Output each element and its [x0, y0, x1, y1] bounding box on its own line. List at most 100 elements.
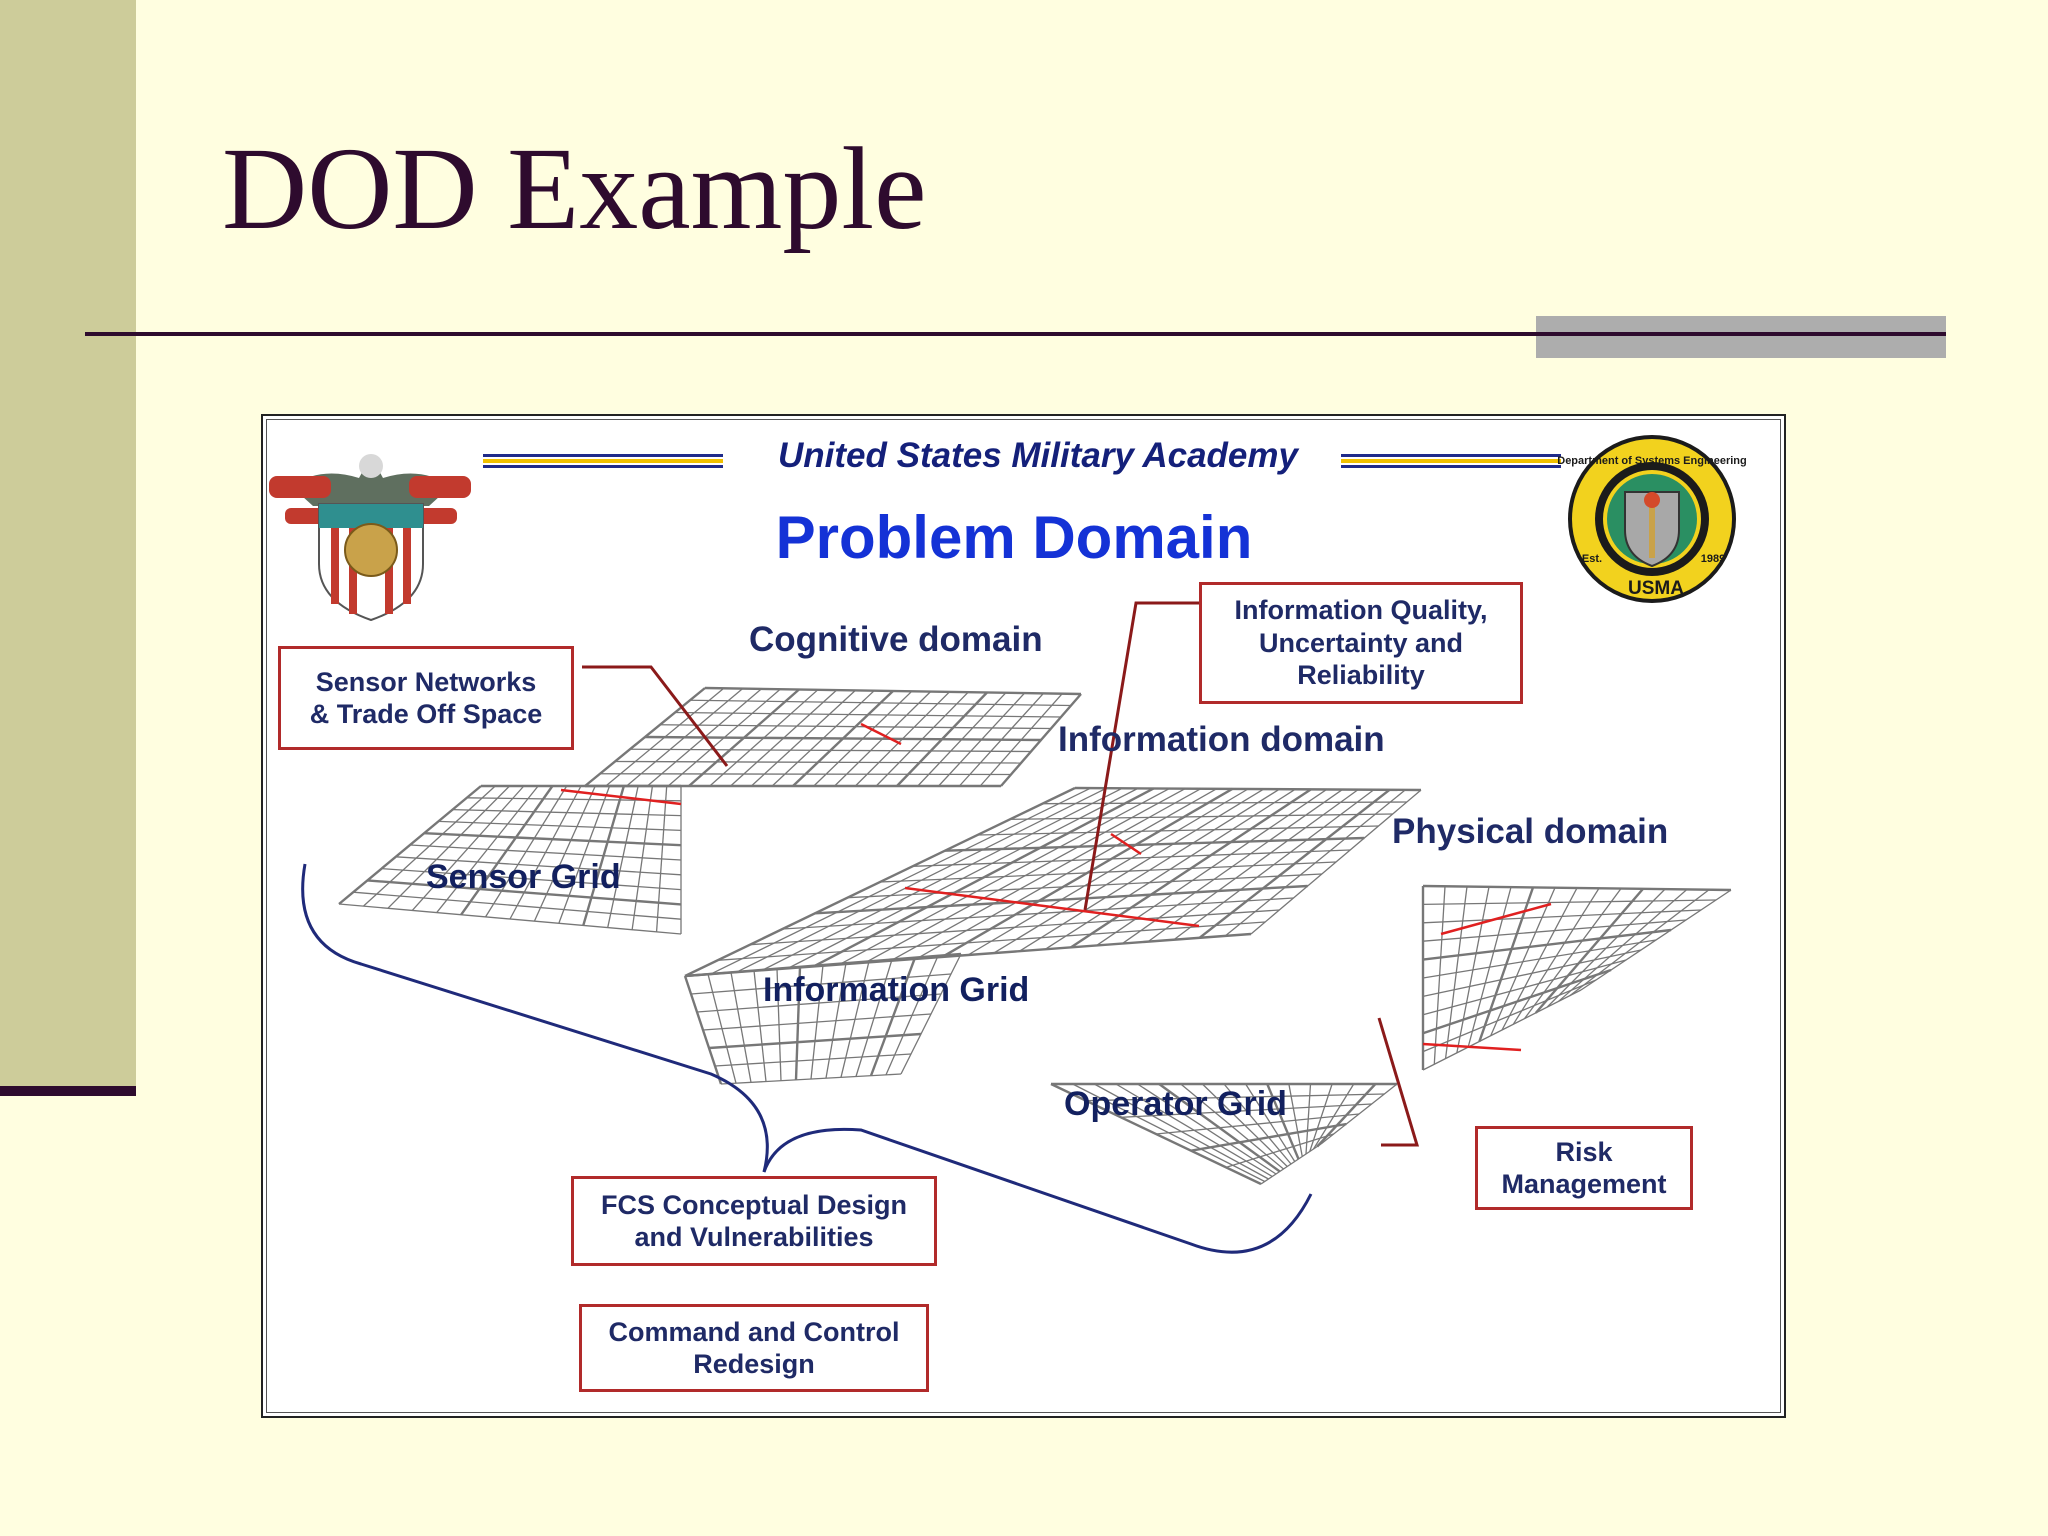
grid-line: [839, 787, 1170, 966]
grid-line: [1121, 789, 1343, 945]
grid-line: [787, 787, 1139, 969]
grid-line: [810, 964, 824, 1080]
grid-line: [1580, 889, 1732, 991]
diagram-header: United States Military Academy: [778, 436, 1298, 475]
grid-line: [1266, 1083, 1300, 1160]
grid-highlights: [560, 722, 1552, 1052]
grid-line: [869, 957, 917, 1077]
info-grid-lower-plane: [683, 952, 962, 1085]
grid-line: [730, 972, 752, 1083]
grid-line: [411, 785, 525, 911]
grid-line: [1467, 886, 1512, 1048]
grid-line: [1158, 1083, 1281, 1173]
grid-line: [875, 691, 969, 787]
grid-line: [509, 785, 582, 920]
grid-line: [1305, 1083, 1312, 1155]
grid-line: [1115, 1083, 1273, 1178]
diagram-graphics: Department of Systems Engineering USMA E…: [269, 435, 1747, 1254]
grid-line: [1223, 1083, 1292, 1165]
grid-line: [1072, 1083, 1266, 1183]
crest-icon: [269, 454, 471, 622]
grid-line: [683, 975, 723, 1085]
grid-line: [1312, 1083, 1355, 1150]
note-line: Information Quality,: [1234, 595, 1488, 626]
operator-grid-plane: [1050, 1082, 1398, 1186]
grid-line: [1000, 693, 1082, 787]
grid-line: [1320, 1083, 1398, 1145]
grid-line: [993, 788, 1265, 954]
grid-line: [1250, 789, 1422, 935]
grid-line: [631, 785, 654, 930]
grid-line: [1245, 1083, 1296, 1162]
label-cognitive-domain: Cognitive domain: [749, 620, 1043, 659]
grid-line: [584, 687, 706, 787]
grid-line: [1201, 1083, 1288, 1167]
grid-line: [1558, 888, 1688, 1002]
left-sidebar-bar: [0, 0, 136, 1086]
grid-line: [840, 961, 870, 1078]
note-line: FCS Conceptual Design: [600, 1189, 908, 1220]
label-operator-grid: Operator Grid: [1064, 1085, 1287, 1123]
grid-line: [485, 785, 568, 918]
grid-line: [533, 785, 596, 922]
seal-ring-right-text: 1989: [1701, 553, 1725, 565]
grid-line: [896, 691, 988, 787]
note-line: Reliability: [1297, 660, 1425, 691]
note-line: Redesign: [693, 1349, 815, 1379]
grid-line: [736, 787, 1107, 973]
diagram-heading: Problem Domain: [775, 504, 1253, 571]
grid-line: [794, 966, 802, 1080]
label-physical-domain: Physical domain: [1392, 812, 1669, 851]
grid-line: [707, 974, 737, 1084]
grid-line: [607, 785, 639, 928]
left-sidebar-accent-line: [0, 1086, 136, 1096]
grid-line: [655, 785, 668, 932]
grid-highlight-line: [560, 788, 682, 806]
diagram-frame: [261, 414, 1786, 1418]
grid-line: [1546, 888, 1666, 1008]
note-fcs-design: FCS Conceptual Design and Vulnerabilitie…: [571, 1176, 937, 1266]
grid-line: [958, 692, 1044, 787]
grid-highlight-line: [904, 886, 1200, 928]
note-line: & Trade Off Space: [309, 699, 543, 729]
grid-line: [1224, 789, 1406, 937]
grid-line: [1534, 888, 1644, 1014]
grid-line: [1050, 1082, 1262, 1186]
grid-line: [900, 953, 962, 1075]
callout-risk-management: [1377, 1017, 1420, 1147]
grid-line: [1173, 789, 1375, 941]
grid-line: [709, 689, 819, 787]
note-line: Risk: [1555, 1136, 1613, 1167]
note-sensor-networks: Sensor Networks & Trade Off Space: [278, 646, 574, 750]
note-line: Management: [1501, 1169, 1667, 1199]
note-line: Sensor Networks: [315, 666, 537, 697]
grid-line: [1093, 1083, 1269, 1180]
physical-grid-plane: [1421, 884, 1732, 1071]
grid-line: [1456, 886, 1490, 1053]
grid-line: [1309, 1083, 1333, 1152]
callout-sensor-networks: [582, 665, 729, 767]
usma-seal-icon: Department of Systems Engineering USMA E…: [1557, 435, 1747, 603]
grid-line: [1019, 788, 1280, 952]
grid-line: [1044, 788, 1296, 950]
grid-line: [776, 968, 782, 1081]
grid-line: [761, 787, 1123, 971]
grid-line: [730, 689, 838, 787]
grid-line: [1444, 886, 1468, 1059]
scope-brace: [301, 863, 1313, 1254]
grid-line: [864, 788, 1186, 964]
problem-domain-diagram: Department of Systems Engineering USMA E…: [261, 414, 1786, 1418]
information-grid-plane: [684, 786, 1422, 978]
callout-info-quality: [1083, 601, 1199, 911]
grid-line: [1147, 789, 1359, 943]
grid-line: [605, 687, 725, 787]
grid-line: [338, 785, 482, 905]
grid-line: [436, 785, 539, 913]
grid-line: [1524, 888, 1622, 1019]
note-command-control: Command and Control Redesign: [579, 1304, 929, 1392]
note-info-quality: Information Quality, Uncertainty and Rel…: [1199, 582, 1523, 704]
grid-line: [1198, 788, 1391, 939]
grid-line: [979, 693, 1063, 787]
slide-title: DOD Example: [222, 123, 927, 254]
label-information-grid: Information Grid: [763, 971, 1030, 1009]
